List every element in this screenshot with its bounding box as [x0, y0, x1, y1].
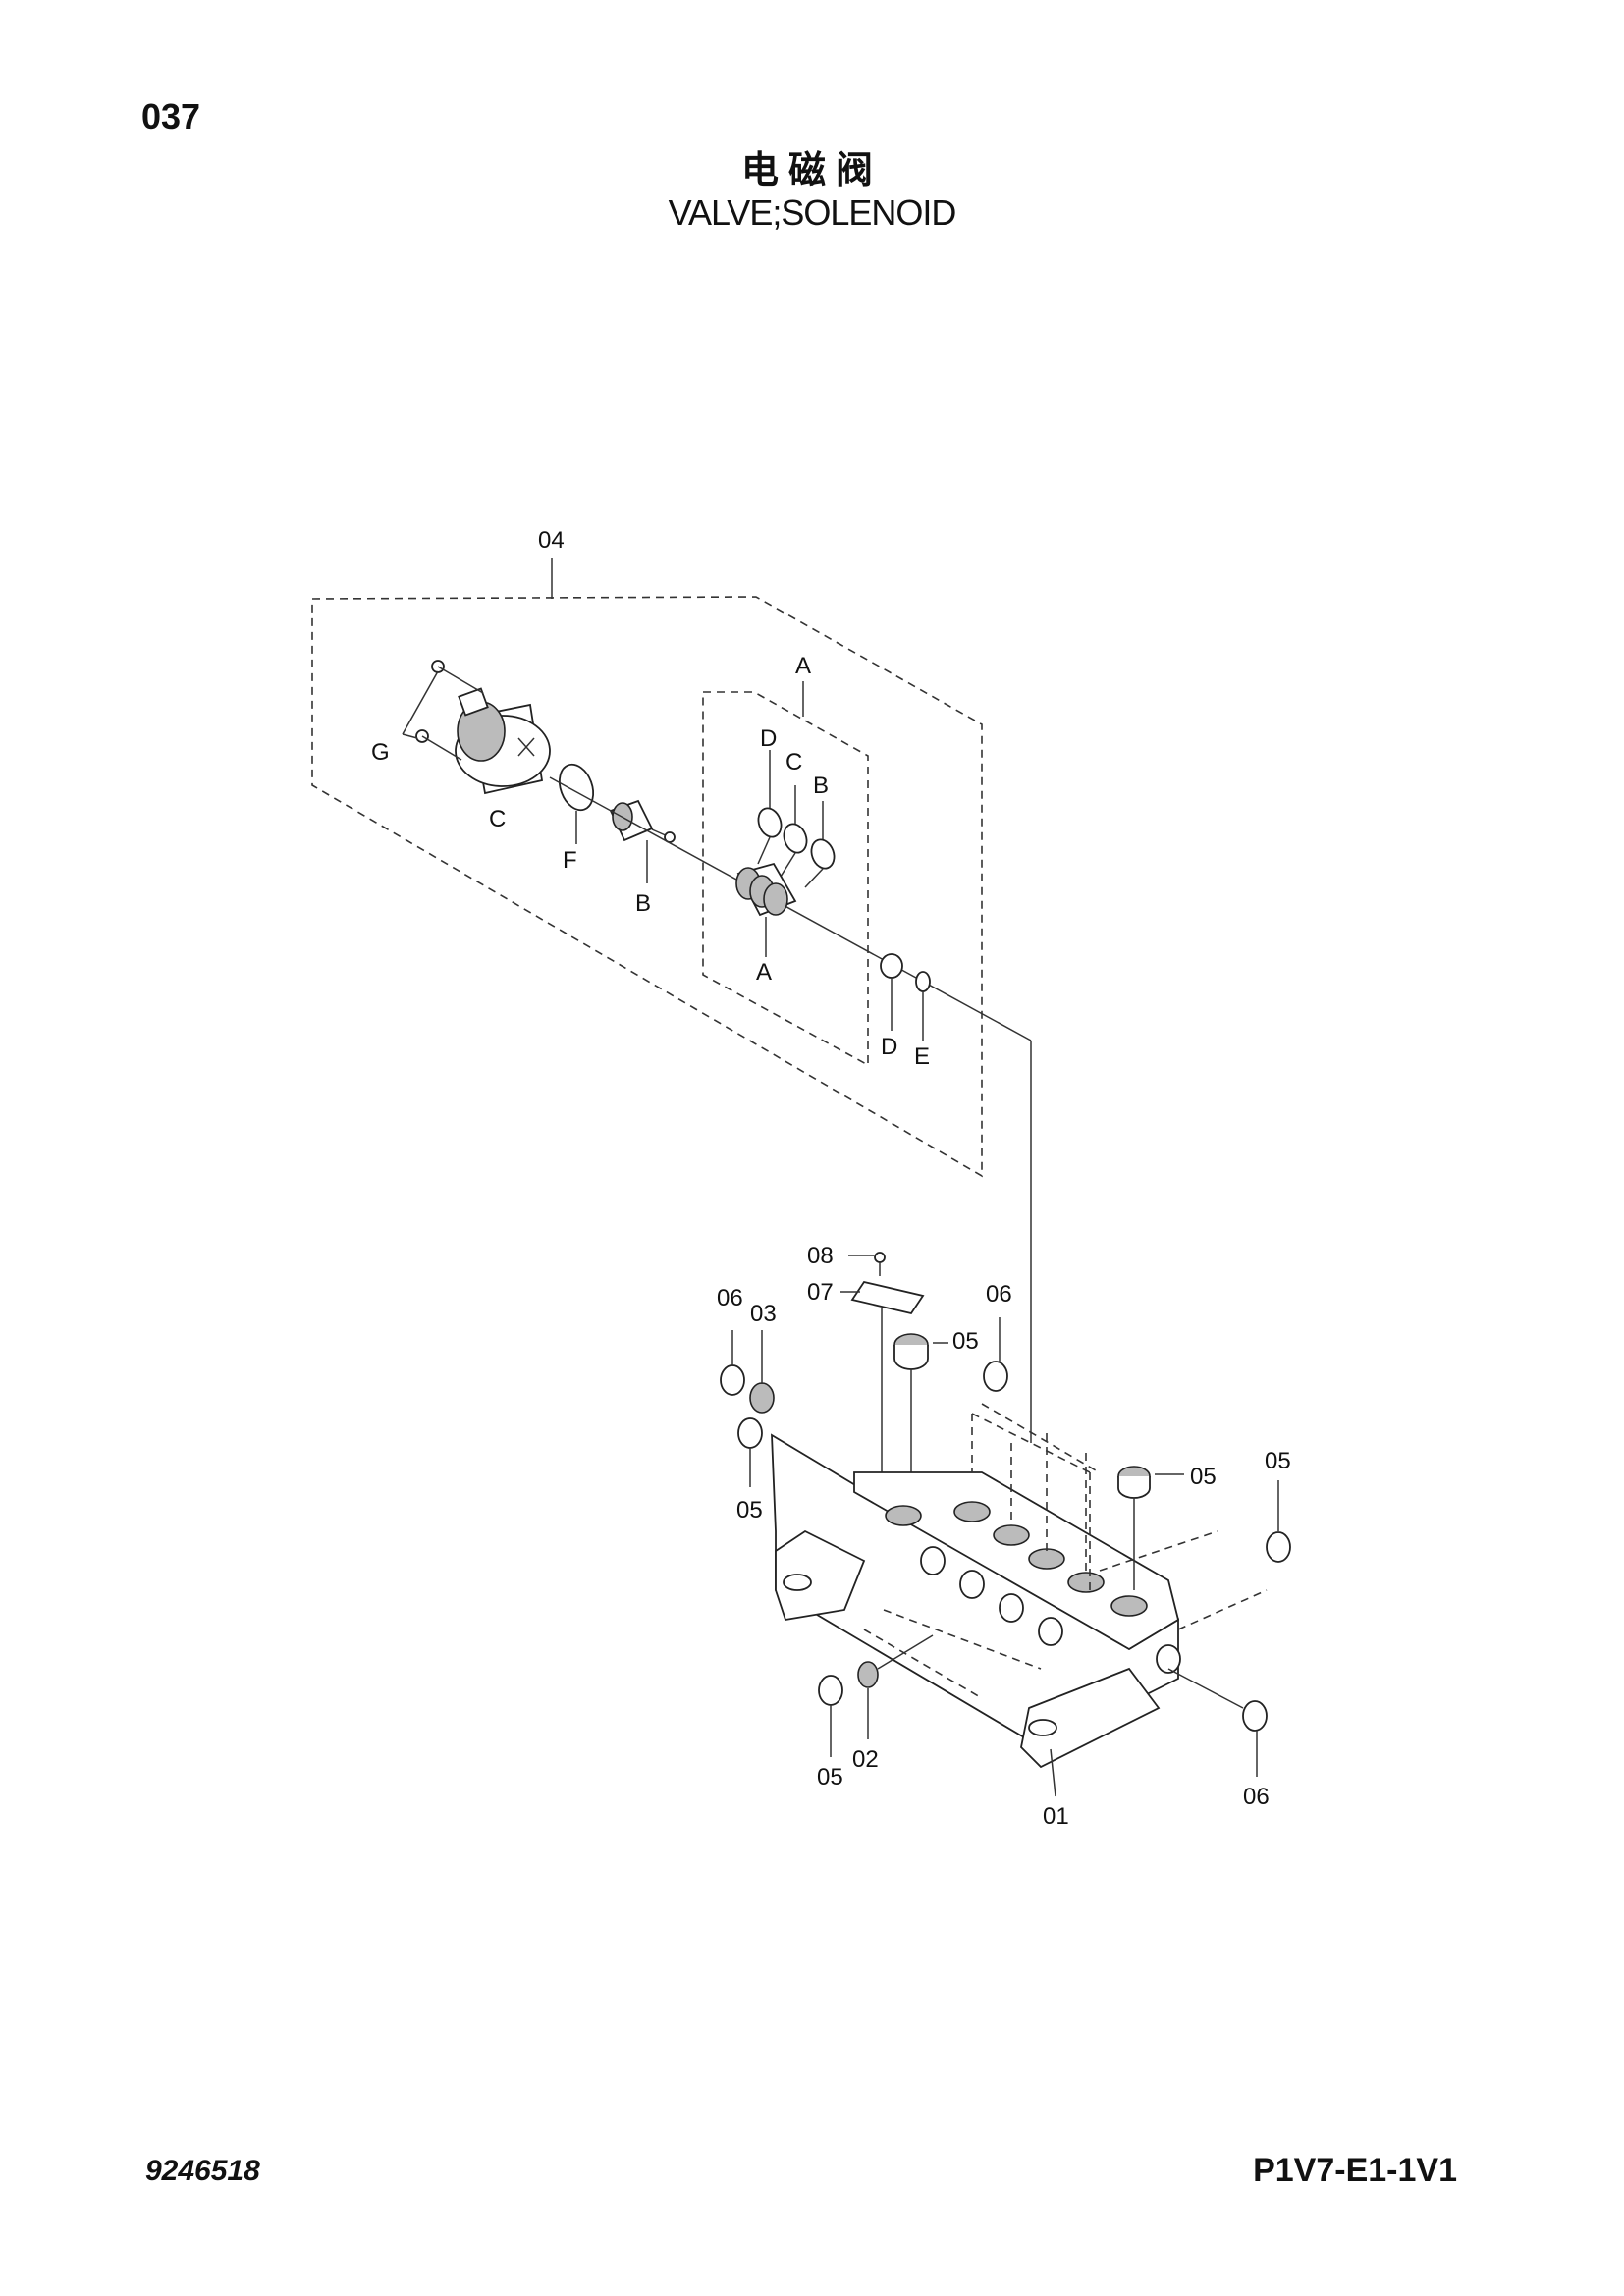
plug-06-bottom-part [1167, 1668, 1268, 1777]
screw-08-part [848, 1252, 886, 1276]
label-03: 03 [750, 1301, 777, 1327]
subassembly-a-boundary [702, 681, 869, 1067]
sleeve-a-part [735, 862, 797, 957]
plug-02-part [857, 1634, 934, 1739]
label-05-far: 05 [1265, 1448, 1291, 1474]
o-ring-f-part [558, 763, 595, 812]
plug-03-part [749, 1330, 775, 1414]
drawing-code: P1V7-E1-1V1 [1253, 2152, 1457, 2189]
label-05-right: 05 [1190, 1464, 1217, 1490]
label-05-bottom: 05 [817, 1764, 843, 1790]
label-06-bottom: 06 [1243, 1784, 1270, 1810]
label-d-ring: D [760, 725, 777, 752]
label-06-left: 06 [717, 1285, 743, 1311]
plug-05-far-part [1266, 1480, 1291, 1563]
document-code: 9246518 [145, 2155, 260, 2187]
label-g: G [371, 739, 390, 766]
label-07: 07 [807, 1279, 834, 1306]
assembly-04-boundary [311, 558, 983, 1178]
ring-b-part [810, 838, 836, 870]
label-a-bottom: A [756, 959, 772, 986]
spool-b-part [609, 799, 676, 883]
plug-05-right-part [1117, 1466, 1184, 1590]
plate-07-part [840, 1280, 925, 1492]
label-c-coil: C [489, 806, 506, 832]
label-01: 01 [1043, 1803, 1069, 1830]
label-08: 08 [807, 1243, 834, 1269]
label-05-left: 05 [736, 1497, 763, 1523]
label-04: 04 [538, 527, 565, 554]
label-c-ring: C [785, 749, 802, 775]
page-number: 037 [141, 96, 201, 136]
title-english: VALVE;SOLENOID [668, 192, 957, 233]
label-b-ring: B [813, 773, 829, 799]
plug-05-left-part [737, 1417, 763, 1487]
plug-06-top-part [983, 1317, 1008, 1392]
label-e-seal: E [914, 1043, 930, 1070]
seal-e-part [915, 971, 931, 992]
title-chinese: 电磁阀 [740, 148, 883, 191]
plug-05-top-part [893, 1333, 948, 1512]
body-guide-lines [863, 1403, 1268, 1699]
label-06-top: 06 [986, 1281, 1012, 1308]
solenoid-coil-part [455, 687, 551, 795]
seal-d-part [880, 953, 903, 979]
valve-body-01-part [771, 1433, 1181, 1797]
assembly-axis-line [549, 776, 1032, 1041]
label-05-top: 05 [952, 1328, 979, 1355]
ring-c-part [783, 823, 808, 854]
plug-05-bottom-part [818, 1675, 843, 1757]
label-d-seal: D [881, 1034, 897, 1060]
label-b-spool: B [635, 890, 651, 917]
plug-06-left-part [720, 1330, 745, 1396]
label-f: F [563, 847, 577, 874]
label-a-top: A [795, 653, 811, 679]
ring-d-part [757, 807, 783, 838]
label-02: 02 [852, 1746, 879, 1773]
screw-g-parts [402, 660, 484, 761]
